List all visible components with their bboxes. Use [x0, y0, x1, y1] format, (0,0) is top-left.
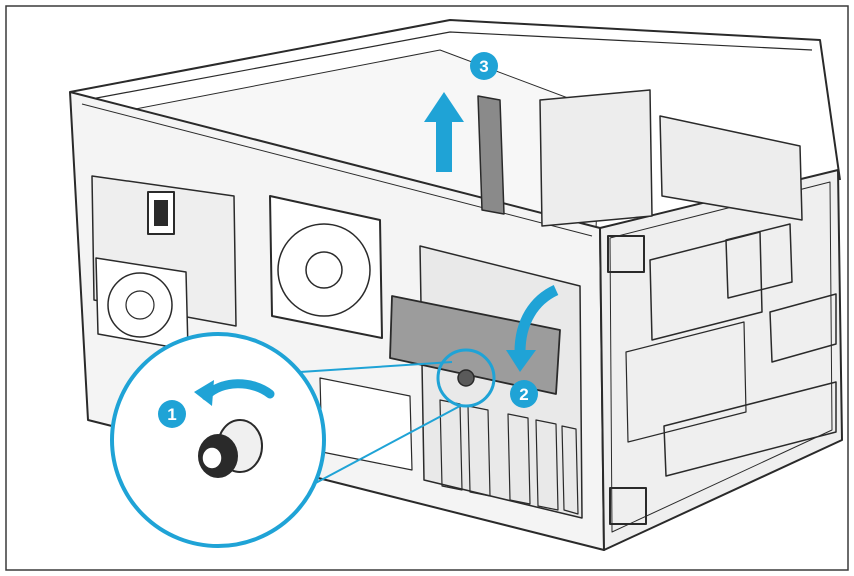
side-cutout-mid: [625, 321, 747, 443]
side-foot-bottom: [609, 487, 647, 525]
rotate-down-arrowhead: [506, 350, 536, 372]
step-label-3: 3: [479, 57, 488, 76]
side-cutout-upper: [649, 231, 763, 341]
power-inlet: [147, 191, 175, 235]
chassis-top-rail: [69, 19, 841, 181]
up-arrowhead: [424, 92, 464, 122]
expansion-retainer: [389, 295, 561, 395]
callout-leader-line-top: [299, 361, 453, 373]
chassis-top-inner-rail: [85, 31, 813, 101]
step-label-2: 2: [519, 385, 528, 404]
side-foot-top: [607, 235, 645, 273]
system-fan-grille: [269, 195, 383, 339]
step-badge-1: 1: [158, 400, 186, 428]
step-label-1: 1: [167, 405, 176, 424]
psu-fan-grille: [95, 257, 189, 351]
callout-leader-line-bottom: [309, 405, 461, 487]
drive-bay-right: [659, 115, 803, 221]
rear-panel-top-lip: [81, 103, 593, 237]
retainer-screw-highlight: [436, 348, 496, 408]
up-arrow-icon: [436, 120, 452, 172]
thumbscrew-callout: [110, 332, 461, 548]
thumbscrew: [198, 419, 263, 478]
power-inlet-socket: [154, 200, 168, 226]
retainer-screw: [457, 369, 475, 387]
step-badge-3: 3: [470, 52, 498, 80]
side-cutout-lower: [663, 381, 837, 477]
side-cutout-window: [725, 223, 793, 299]
slot-blank: [477, 95, 505, 215]
drive-bay-left: [539, 89, 653, 227]
rotate-ccw-arrowhead: [194, 380, 214, 406]
step-badge-2: 2: [510, 380, 538, 408]
rotate-down-arrow-icon: [514, 284, 559, 353]
side-cutout-right: [769, 293, 837, 363]
